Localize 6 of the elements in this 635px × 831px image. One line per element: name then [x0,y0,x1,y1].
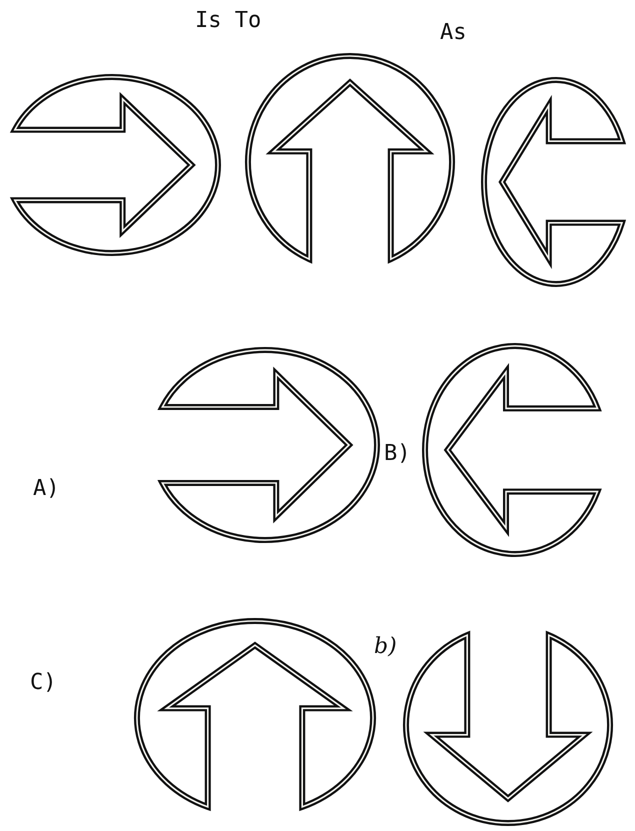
analogy-text: Is To [195,10,262,32]
option-label: C) [30,672,56,694]
option-label: B) [384,443,410,465]
handwritten-note: b) [374,636,397,658]
analogy-text: As [440,22,466,44]
option-label: A) [33,478,60,500]
